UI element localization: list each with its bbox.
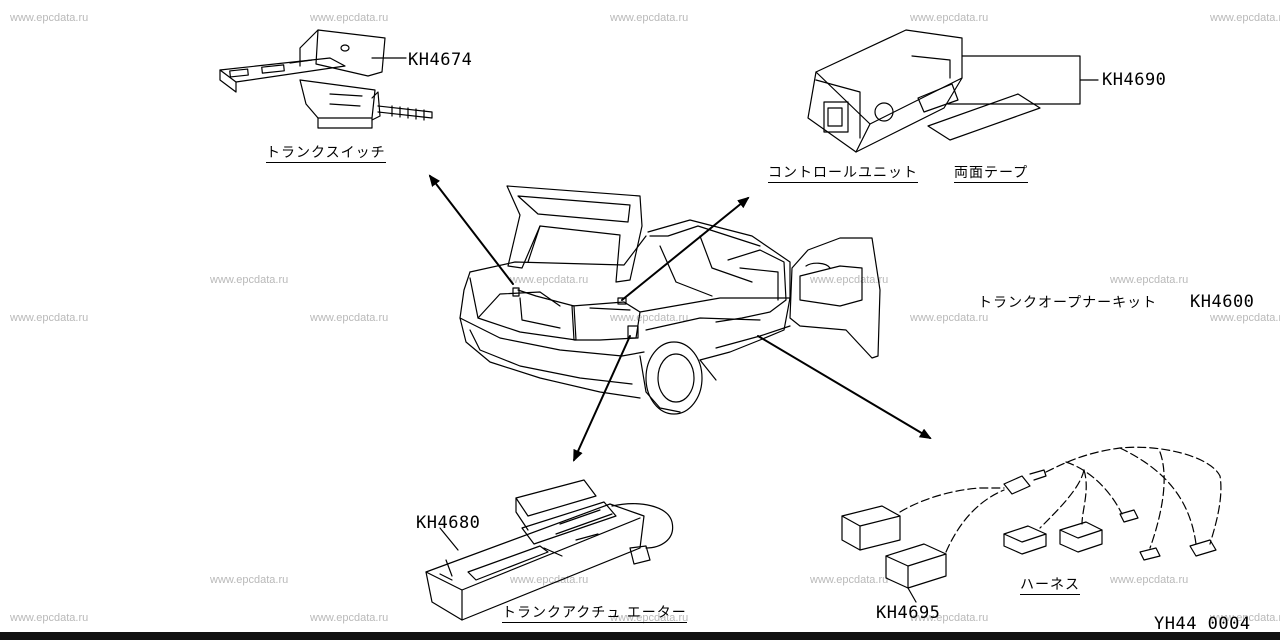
watermark-text: www.epcdata.ru — [10, 612, 89, 624]
car-illustration — [460, 186, 880, 414]
watermark-text: www.epcdata.ru — [310, 12, 389, 24]
watermark-text: www.epcdata.ru — [510, 274, 589, 286]
watermark-text: www.epcdata.ru — [10, 312, 89, 324]
watermark-text: www.epcdata.ru — [210, 274, 289, 286]
actuator-leader — [440, 528, 458, 550]
control-unit-drawing — [808, 30, 1040, 152]
watermark-text: www.epcdata.ru — [310, 312, 389, 324]
double-sided-tape-label: 両面テープ — [954, 165, 1029, 183]
watermark-text: www.epcdata.ru — [1210, 312, 1280, 324]
trunk-switch-drawing — [220, 30, 432, 128]
harness-name: ハーネス — [1020, 577, 1080, 595]
actuator-code: KH4680 — [416, 513, 481, 533]
watermark-text: www.epcdata.ru — [1110, 274, 1189, 286]
pointer-arrows — [428, 174, 932, 462]
harness-code: KH4695 — [876, 603, 941, 623]
watermark-text: www.epcdata.ru — [910, 12, 989, 24]
trunk-switch-name: トランクスイッチ — [266, 145, 386, 163]
figure-id: YH44 0004 — [1154, 614, 1251, 634]
watermark-text: www.epcdata.ru — [610, 612, 689, 624]
watermark-text: www.epcdata.ru — [1210, 612, 1280, 624]
watermark-text: www.epcdata.ru — [910, 612, 989, 624]
control-unit-leader — [948, 56, 1098, 104]
bottom-border — [0, 632, 1280, 640]
watermark-text: www.epcdata.ru — [910, 312, 989, 324]
watermark-text: www.epcdata.ru — [810, 274, 889, 286]
actuator-name: トランクアクチュ エーター — [502, 605, 687, 623]
kit-code: KH4600 — [1190, 292, 1255, 312]
watermark-text: www.epcdata.ru — [310, 612, 389, 624]
kit-name: トランクオープナーキット — [978, 295, 1158, 311]
harness-drawing — [842, 447, 1221, 588]
control-unit-name: コントロールユニット — [768, 165, 918, 183]
watermark-text: www.epcdata.ru — [610, 12, 689, 24]
watermark-text: www.epcdata.ru — [810, 574, 889, 586]
watermark-text: www.epcdata.ru — [1110, 574, 1189, 586]
watermark-text: www.epcdata.ru — [210, 574, 289, 586]
harness-leader — [908, 588, 916, 602]
watermark-text: www.epcdata.ru — [610, 312, 689, 324]
watermark-text: www.epcdata.ru — [10, 12, 89, 24]
watermark-text: www.epcdata.ru — [1210, 12, 1280, 24]
control-unit-code: KH4690 — [1102, 70, 1167, 90]
actuator-drawing — [426, 480, 673, 620]
trunk-switch-code: KH4674 — [408, 50, 473, 70]
